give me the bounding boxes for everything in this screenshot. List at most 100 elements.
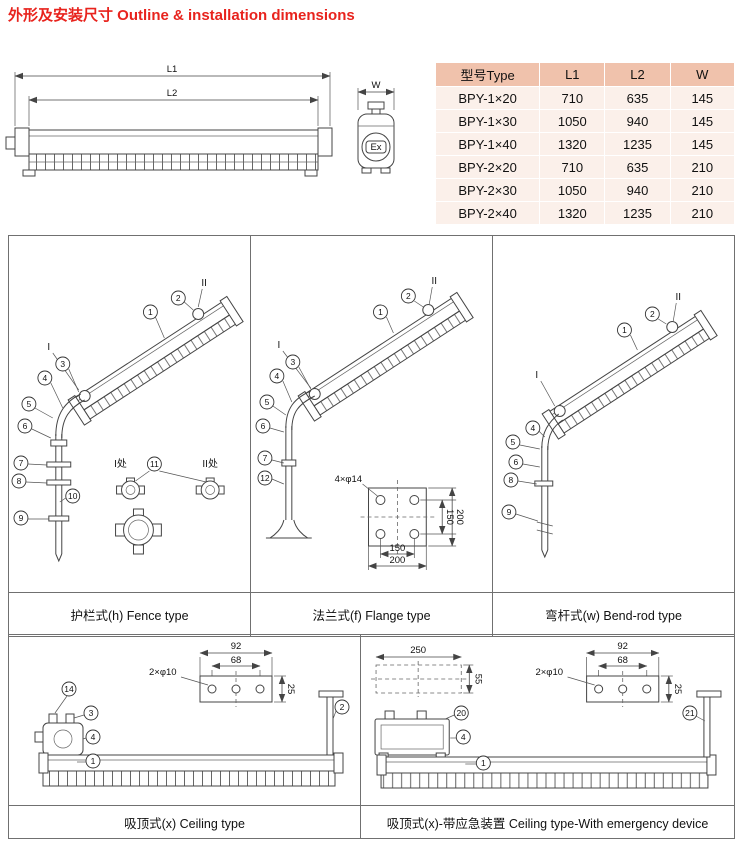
- panel-ceiling-emergency-type: 250 55 92 6: [361, 635, 734, 838]
- table-header-cell: 型号Type: [434, 62, 541, 87]
- ex-mark: Ex: [370, 142, 381, 153]
- flange-pitch-h: 150: [390, 543, 406, 554]
- callout-4: 4: [37, 370, 64, 409]
- plate-pitch-dim: 68: [231, 655, 242, 666]
- table-cell: 145: [669, 132, 736, 156]
- callout-6: 6: [508, 454, 540, 470]
- table-cell: BPY-2×40: [434, 201, 541, 225]
- svg-text:7: 7: [263, 453, 268, 463]
- flange-plan: 4×φ14 150 200 150 200: [335, 474, 465, 570]
- callout-11: 11: [135, 456, 207, 483]
- marker-ii: II: [197, 278, 207, 308]
- callout-2: 2: [170, 290, 194, 311]
- dimension-w: W: [357, 80, 395, 110]
- svg-text:I: I: [535, 370, 538, 381]
- svg-text:8: 8: [509, 475, 514, 485]
- mounting-types-section: II I 1 2 3 4 5 6 7 8 9 10 I处: [8, 235, 735, 637]
- ceiling-types-section: 92 68 2×φ10 25: [8, 634, 735, 839]
- table-cell: 940: [604, 178, 671, 202]
- table-cell: 1050: [539, 178, 606, 202]
- svg-text:7: 7: [19, 458, 24, 468]
- panel-fence-type: II I 1 2 3 4 5 6 7 8 9 10 I处: [9, 236, 251, 636]
- callout-4: 4: [82, 729, 101, 745]
- table-cell: 1235: [604, 132, 671, 156]
- table-cell: 1050: [539, 109, 606, 133]
- callout-20: 20: [445, 705, 469, 721]
- svg-text:14: 14: [64, 684, 74, 694]
- svg-text:5: 5: [27, 399, 32, 409]
- flange-outer-h: 200: [390, 555, 406, 566]
- svg-text:II: II: [675, 292, 681, 303]
- svg-text:9: 9: [507, 507, 512, 517]
- svg-text:6: 6: [261, 421, 266, 431]
- table-cell: BPY-1×30: [434, 109, 541, 133]
- callout-2: 2: [644, 306, 667, 325]
- fence-pole: [46, 393, 85, 563]
- caption-bend-rod-type: 弯杆式(w) Bend-rod type: [493, 592, 734, 636]
- svg-text:2: 2: [406, 291, 411, 301]
- svg-text:1: 1: [91, 756, 96, 766]
- emergency-device-box: [374, 710, 450, 758]
- table-cell: BPY-1×40: [434, 132, 541, 156]
- junction-box-detail: [115, 508, 162, 555]
- svg-text:1: 1: [148, 307, 153, 317]
- callout-12: 12: [257, 470, 284, 486]
- svg-text:4: 4: [275, 371, 280, 381]
- table-cell: BPY-1×20: [434, 86, 541, 110]
- plate-height-dim: 25: [285, 684, 296, 695]
- callout-8: 8: [503, 472, 537, 488]
- svg-text:10: 10: [68, 491, 78, 501]
- svg-text:II: II: [431, 276, 437, 287]
- bracket-plate-detail: 92 68 2×φ10 25: [535, 641, 683, 707]
- marker-ii: II: [672, 292, 681, 322]
- callout-1: 1: [77, 753, 101, 769]
- svg-text:4: 4: [91, 732, 96, 742]
- dimensions-table: 型号Type L1 L2 W BPY-1×20 710 635 145 BPY-…: [434, 62, 736, 225]
- svg-text:4: 4: [530, 423, 535, 433]
- marker-i: I: [535, 370, 556, 407]
- dimension-l1: L1: [14, 64, 331, 126]
- svg-text:3: 3: [89, 708, 94, 718]
- table-cell: BPY-2×30: [434, 178, 541, 202]
- table-cell: 710: [539, 86, 606, 110]
- callout-4: 4: [525, 420, 546, 438]
- bracket-plate-detail: 92 68 2×φ10 25: [149, 641, 296, 707]
- table-row: BPY-2×20 710 635 210: [434, 155, 736, 179]
- svg-text:6: 6: [514, 457, 519, 467]
- table-cell: 1320: [539, 201, 606, 225]
- svg-text:21: 21: [685, 708, 695, 718]
- table-row: BPY-1×30 1050 940 145: [434, 109, 736, 133]
- panel-ceiling-type: 92 68 2×φ10 25: [9, 635, 361, 838]
- callout-8: 8: [11, 473, 47, 489]
- table-cell: 1235: [604, 201, 671, 225]
- plate-height-dim: 25: [672, 684, 683, 695]
- table-cell: 1320: [539, 132, 606, 156]
- callout-2: 2: [332, 699, 350, 720]
- table-cell: 635: [604, 155, 671, 179]
- clamp-ii: [666, 321, 679, 333]
- svg-text:3: 3: [60, 359, 65, 369]
- page-title: 外形及安装尺寸 Outline & installation dimension…: [8, 7, 355, 24]
- flange-pitch-v: 150: [444, 509, 455, 525]
- callout-7: 7: [13, 455, 47, 471]
- clamp-ii: [192, 308, 205, 320]
- callout-14: 14: [54, 681, 77, 714]
- callout-2: 2: [400, 288, 424, 308]
- fence-type-drawing: II I 1 2 3 4 5 6 7 8 9 10 I处: [11, 278, 244, 563]
- lamp-tilted: [541, 309, 718, 440]
- table-row: BPY-1×20 710 635 145: [434, 86, 736, 110]
- table-header-row: 型号Type L1 L2 W: [434, 62, 736, 87]
- table-header-cell: L2: [604, 62, 671, 87]
- table-cell: BPY-2×20: [434, 155, 541, 179]
- svg-text:II处: II处: [202, 458, 218, 470]
- callout-5: 5: [259, 394, 287, 416]
- lamp-tilted: [297, 291, 474, 422]
- table-row: BPY-2×30 1050 940 210: [434, 178, 736, 202]
- clamp-ii: [422, 304, 435, 316]
- callout-5: 5: [21, 396, 53, 419]
- ceiling-emergency-type-drawing: 250 55 92 6: [371, 641, 722, 789]
- callout-9: 9: [13, 510, 49, 526]
- svg-text:3: 3: [290, 357, 295, 367]
- callout-9: 9: [501, 504, 538, 522]
- callout-7: 7: [257, 450, 284, 466]
